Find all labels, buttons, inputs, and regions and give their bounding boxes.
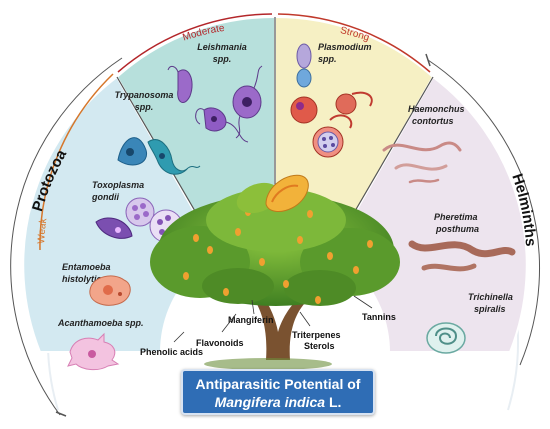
svg-text:Entamoeba: Entamoeba [62, 262, 111, 272]
plasmodium-label: Plasmodium spp. [318, 42, 372, 64]
svg-text:gondii: gondii [91, 192, 119, 202]
svg-text:Acanthamoeba spp.: Acanthamoeba spp. [57, 318, 144, 328]
svg-text:Plasmodium: Plasmodium [318, 42, 372, 52]
svg-text:Flavonoids: Flavonoids [196, 338, 244, 348]
svg-text:Sterols: Sterols [304, 341, 335, 351]
svg-text:Leishmania: Leishmania [197, 42, 247, 52]
compound-triterpenes: Triterpenes [292, 311, 341, 340]
leishmania-label: Leishmania spp. [197, 42, 247, 64]
arc-line-strong [277, 13, 431, 73]
pheretima-label: Pheretima posthuma [434, 212, 479, 234]
svg-text:contortus: contortus [412, 116, 454, 126]
svg-text:Haemonchus: Haemonchus [408, 104, 465, 114]
svg-text:spp.: spp. [213, 54, 232, 64]
svg-text:Phenolic acids: Phenolic acids [140, 347, 203, 357]
trichinella-label: Trichinella spiralis [468, 292, 513, 314]
arc-outer-helminths [427, 59, 541, 366]
svg-text:Toxoplasma: Toxoplasma [92, 180, 144, 190]
arc-end-cap [55, 411, 67, 417]
arc-outer-protozoa [10, 57, 123, 416]
svg-text:spp.: spp. [318, 54, 337, 64]
acanthamoeba-label: Acanthamoeba spp. [57, 318, 144, 328]
label-weak: Weak [36, 217, 49, 245]
compound-sterols: Sterols [304, 341, 335, 351]
entamoeba-label: Entamoeba histolytica [62, 262, 111, 284]
arc-tick [425, 53, 431, 67]
svg-text:Trypanosoma: Trypanosoma [115, 90, 174, 100]
toxoplasma-label: Toxoplasma gondii [91, 180, 144, 202]
title-authority: L. [325, 394, 342, 410]
svg-text:Triterpenes: Triterpenes [292, 330, 341, 340]
acanthamoeba-illustration [67, 332, 120, 371]
mango-fruit-illustration [236, 174, 309, 214]
compound-flavonoids: Flavonoids [196, 313, 244, 348]
title-line-2: Mangifera indica L. [183, 393, 373, 411]
svg-text:spp.: spp. [135, 102, 154, 112]
arc-line-moderate [117, 13, 273, 73]
svg-text:spiralis: spiralis [474, 304, 506, 314]
leishmania-illustration [167, 65, 263, 143]
title-banner: Antiparasitic Potential of Mangifera ind… [181, 369, 375, 415]
mango-tree-illustration [150, 188, 400, 370]
entamoeba-illustration [89, 275, 131, 306]
compound-mangiferin: Mangiferin [228, 299, 274, 325]
svg-text:histolytica: histolytica [62, 274, 107, 284]
svg-text:Pheretima: Pheretima [434, 212, 478, 222]
compound-phenolic-acids: Phenolic acids [140, 331, 203, 357]
arc-line-weak [39, 73, 114, 251]
svg-text:Tannins: Tannins [362, 312, 396, 322]
title-species: Mangifera indica [214, 394, 326, 410]
trichinella-illustration [426, 322, 466, 354]
title-line-1: Antiparasitic Potential of [195, 376, 361, 392]
svg-text:Trichinella: Trichinella [468, 292, 513, 302]
trypanosoma-illustration [117, 137, 201, 175]
haemonchus-illustration [382, 141, 462, 184]
trypanosoma-label: Trypanosoma spp. [115, 90, 174, 112]
pheretima-illustration [408, 240, 516, 272]
compound-tannins: Tannins [353, 295, 396, 322]
svg-text:Mangiferin: Mangiferin [228, 315, 274, 325]
svg-text:posthuma: posthuma [435, 224, 479, 234]
haemonchus-label: Haemonchus contortus [408, 104, 465, 126]
plasmodium-illustration [290, 43, 373, 158]
